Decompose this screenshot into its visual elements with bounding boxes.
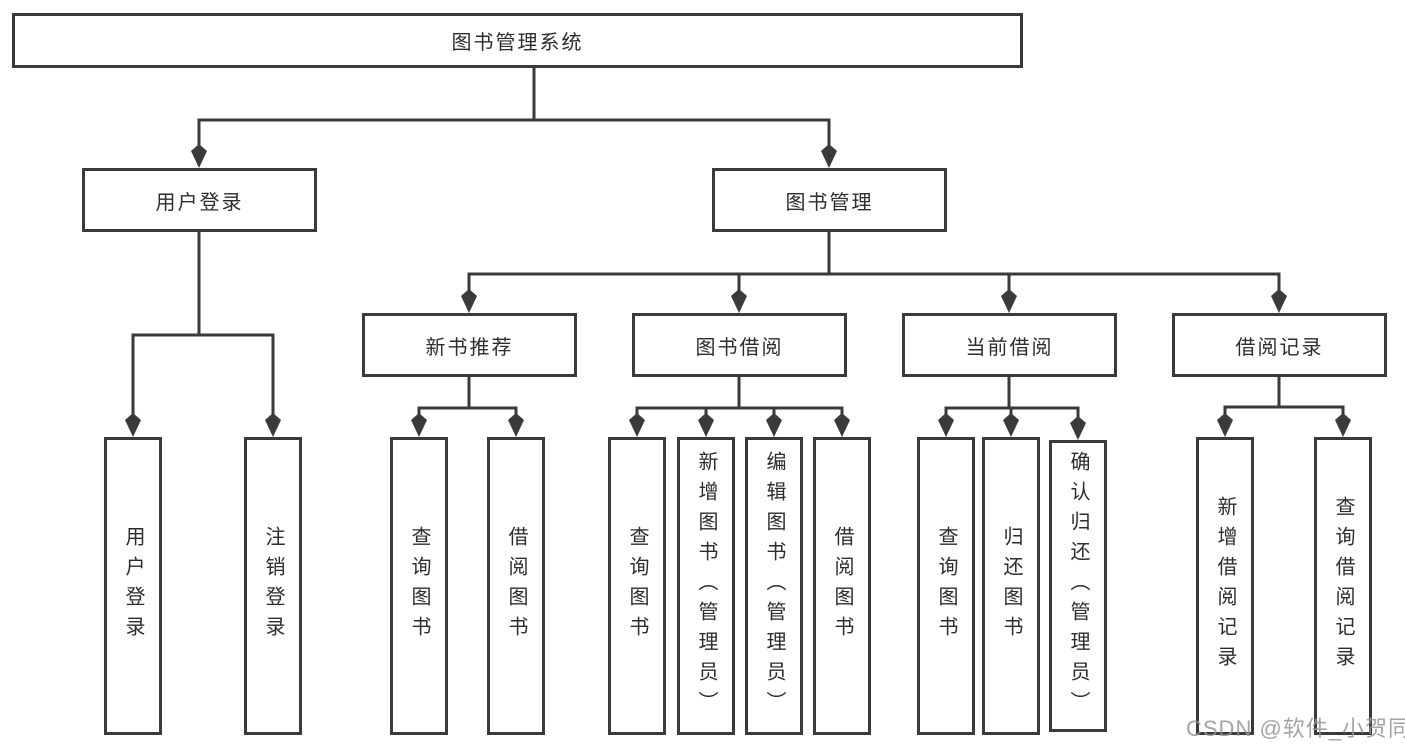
leaf-user-login: 用户登录	[104, 437, 162, 735]
arrowheads	[125, 144, 1351, 440]
leaf-recommend-query-books-label: 查询图书	[408, 526, 430, 646]
leaf-recommend-query-books: 查询图书	[390, 437, 448, 735]
node-book-borrow: 图书借阅	[632, 313, 847, 377]
leaf-borrow-borrow-books: 借阅图书	[813, 437, 871, 735]
node-current-borrow: 当前借阅	[902, 313, 1117, 377]
leaf-current-confirm-return-admin: 确认归还（管理员）	[1049, 440, 1107, 732]
leaf-records-query-record-label: 查询借阅记录	[1332, 496, 1354, 676]
leaf-user-login-label: 用户登录	[122, 526, 144, 646]
node-login-group-label: 用户登录	[155, 191, 244, 214]
node-borrow-records-label: 借阅记录	[1235, 336, 1324, 359]
leaf-records-add-record-label: 新增借阅记录	[1214, 496, 1236, 676]
leaf-logout: 注销登录	[244, 437, 302, 735]
leaf-records-add-record: 新增借阅记录	[1196, 437, 1254, 735]
leaf-records-query-record: 查询借阅记录	[1314, 437, 1372, 735]
node-root: 图书管理系统	[12, 13, 1023, 68]
leaf-borrow-add-books-admin-label: 新增图书（管理员）	[695, 451, 717, 721]
leaf-recommend-borrow-books: 借阅图书	[487, 437, 545, 735]
leaf-borrow-query-books-label: 查询图书	[626, 526, 648, 646]
leaf-borrow-query-books: 查询图书	[608, 437, 666, 735]
node-new-book-recommend: 新书推荐	[362, 313, 577, 377]
leaf-borrow-edit-books-admin: 编辑图书（管理员）	[745, 437, 803, 735]
node-current-borrow-label: 当前借阅	[965, 336, 1054, 359]
node-new-book-recommend-label: 新书推荐	[425, 336, 514, 359]
node-login-group: 用户登录	[82, 168, 317, 232]
csdn-watermark: CSDN @软件_小贺同学	[1186, 716, 1405, 741]
leaf-borrow-edit-books-admin-label: 编辑图书（管理员）	[763, 451, 785, 721]
leaf-current-query-books: 查询图书	[917, 437, 975, 735]
node-book-management-label: 图书管理	[785, 191, 874, 214]
leaf-current-query-books-label: 查询图书	[935, 526, 957, 646]
leaf-current-confirm-return-admin-label: 确认归还（管理员）	[1067, 451, 1089, 721]
leaf-borrow-borrow-books-label: 借阅图书	[831, 526, 853, 646]
leaf-logout-label: 注销登录	[262, 526, 284, 646]
node-book-management: 图书管理	[712, 168, 947, 232]
leaf-current-return-books: 归还图书	[982, 437, 1040, 735]
node-borrow-records: 借阅记录	[1172, 313, 1387, 377]
leaf-borrow-add-books-admin: 新增图书（管理员）	[677, 437, 735, 735]
node-book-borrow-label: 图书借阅	[695, 336, 784, 359]
leaf-current-return-books-label: 归还图书	[1000, 526, 1022, 646]
node-root-label: 图书管理系统	[451, 32, 584, 54]
leaf-recommend-borrow-books-label: 借阅图书	[505, 526, 527, 646]
